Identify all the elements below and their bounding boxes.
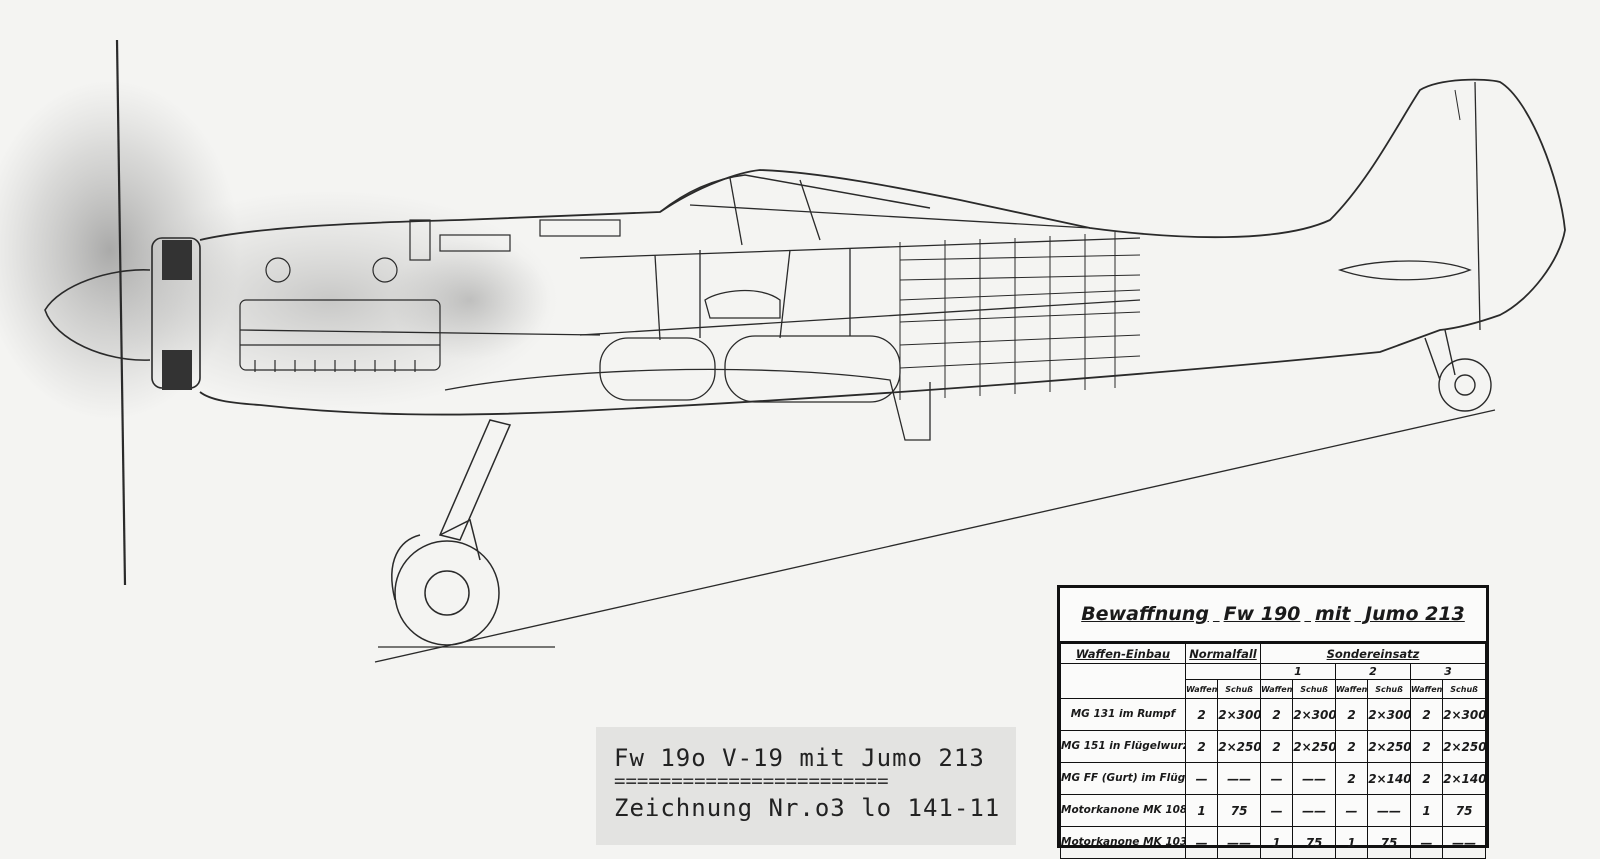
main-landing-gear — [391, 419, 512, 646]
table-cell: —— — [1217, 826, 1261, 859]
special-group-1: 1 — [1259, 663, 1336, 680]
table-cell: 1 — [1184, 794, 1219, 827]
table-row: MG 151 in Flügelwurzel22×25022×25022×250… — [1060, 730, 1486, 763]
weapon-name: MG 131 im Rumpf — [1060, 698, 1186, 731]
rear-fuselage-frames — [899, 232, 1141, 400]
subheader-weapons: Waffen — [1184, 679, 1219, 699]
table-cell: 2 — [1409, 762, 1444, 795]
subheader-rounds: Schuß — [1217, 679, 1261, 699]
drawing-title: Fw 19o V-19 mit Jumo 213 — [614, 744, 985, 772]
table-cell: — — [1259, 794, 1294, 827]
drawing-label: Fw 19o V-19 mit Jumo 213 ===============… — [596, 727, 1016, 845]
weapon-name: MG 151 in Flügelwurzel — [1060, 730, 1186, 763]
table-cell: 2×250 — [1367, 730, 1411, 763]
title-word: Bewaffnung — [1081, 603, 1209, 625]
table-cell: 2×300 — [1217, 698, 1261, 731]
table-cell: 2×250 — [1217, 730, 1261, 763]
special-group-3: 3 — [1409, 663, 1487, 680]
cockpit-seat — [704, 289, 781, 319]
table-cell: 1 — [1259, 826, 1294, 859]
subheader-rounds: Schuß — [1292, 679, 1336, 699]
header-special: Sondereinsatz — [1259, 643, 1487, 664]
table-cell: 2×140 — [1442, 762, 1486, 795]
table-cell: 75 — [1442, 794, 1486, 827]
header-normal: Normalfall — [1184, 643, 1261, 664]
spinner — [44, 269, 151, 361]
table-cell: 1 — [1409, 794, 1444, 827]
table-cell: 75 — [1367, 826, 1411, 859]
canopy — [659, 174, 931, 213]
table-cell: 2 — [1334, 698, 1369, 731]
table-cell: 1 — [1334, 826, 1369, 859]
table-cell: —— — [1292, 794, 1336, 827]
header-weapon-install: Waffen-Einbau — [1060, 643, 1186, 664]
armament-table-title: Bewaffnung Fw 190 mit Jumo 213 — [1060, 588, 1486, 643]
table-cell: — — [1184, 826, 1219, 859]
ground-line — [374, 409, 1496, 663]
subheader-rounds: Schuß — [1367, 679, 1411, 699]
table-cell: —— — [1292, 762, 1336, 795]
weapon-name: MG FF (Gurt) im Flügel außen — [1060, 762, 1186, 795]
table-cell: 2×250 — [1442, 730, 1486, 763]
subheader-weapons: Waffen — [1409, 679, 1444, 699]
table-cell: 2 — [1334, 762, 1369, 795]
propeller-line — [115, 39, 127, 586]
engine-block — [239, 219, 621, 372]
title-word: Fw 190 — [1223, 603, 1301, 625]
separator-line: ======================== — [614, 770, 889, 792]
table-cell: 2×250 — [1292, 730, 1336, 763]
table-cell: — — [1184, 762, 1219, 795]
title-word: Jumo 213 — [1365, 603, 1465, 625]
table-cell: 75 — [1292, 826, 1336, 859]
table-cell: 2 — [1184, 698, 1219, 731]
weapon-name: Motorkanone MK 103 — [1060, 826, 1186, 859]
header-blank — [1060, 663, 1186, 699]
table-cell: 2×300 — [1442, 698, 1486, 731]
table-cell: 2 — [1334, 730, 1369, 763]
table-cell: 2 — [1259, 698, 1294, 731]
table-cell: 2×300 — [1292, 698, 1336, 731]
header-blank — [1184, 663, 1261, 680]
title-word: mit — [1315, 603, 1351, 625]
table-cell: — — [1259, 762, 1294, 795]
subheader-rounds: Schuß — [1442, 679, 1486, 699]
table-cell: —— — [1217, 762, 1261, 795]
special-group-2: 2 — [1334, 663, 1411, 680]
subheader-weapons: Waffen — [1334, 679, 1369, 699]
wing-section — [444, 368, 931, 441]
table-cell: 2×300 — [1367, 698, 1411, 731]
table-cell: —— — [1442, 826, 1486, 859]
table-cell: 2 — [1409, 730, 1444, 763]
fuselage-outline — [199, 78, 1566, 416]
table-cell: 2 — [1259, 730, 1294, 763]
subheader-weapons: Waffen — [1259, 679, 1294, 699]
table-cell: 2×140 — [1367, 762, 1411, 795]
fuel-tank — [724, 335, 901, 403]
table-cell: 2 — [1184, 730, 1219, 763]
armament-grid: Waffen-Einbau Normalfall Sondereinsatz 1… — [1060, 643, 1487, 859]
table-row: MG FF (Gurt) im Flügel außen——————22×140… — [1060, 762, 1486, 795]
drawing-number: Zeichnung Nr.o3 lo 141-11 — [614, 794, 1001, 822]
tailplane — [1337, 260, 1472, 281]
armament-table: Bewaffnung Fw 190 mit Jumo 213 Waffen-Ei… — [1057, 585, 1489, 859]
tail-landing-gear — [1424, 329, 1492, 412]
table-cell: 2 — [1409, 698, 1444, 731]
table-cell: — — [1409, 826, 1444, 859]
smudge-shading — [390, 240, 550, 360]
table-cell: —— — [1367, 794, 1411, 827]
weapon-name: Motorkanone MK 108 — [1060, 794, 1186, 827]
table-cell: — — [1334, 794, 1369, 827]
table-cell: 75 — [1217, 794, 1261, 827]
